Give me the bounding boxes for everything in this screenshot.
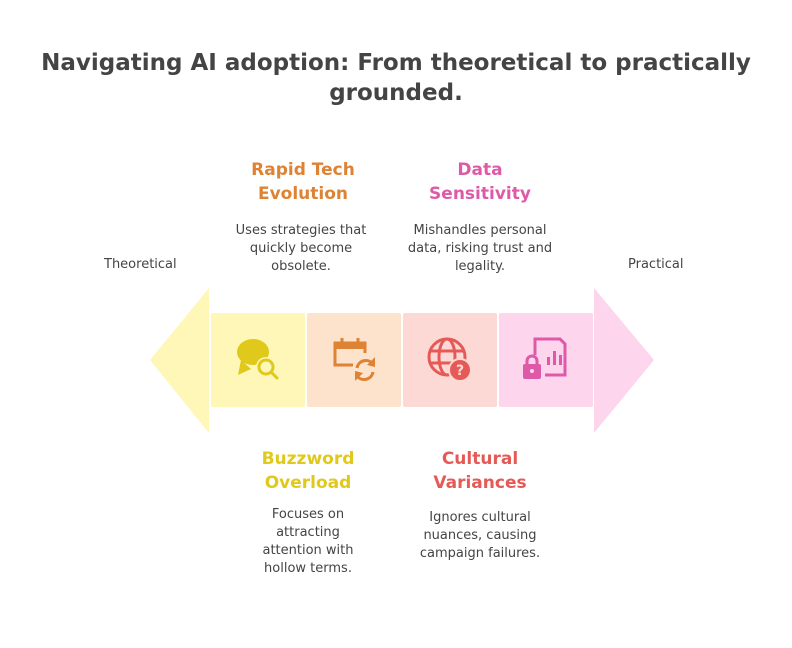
title-line: Cultural [441, 449, 519, 469]
title-line: Data [457, 160, 503, 180]
calendar-refresh-icon [333, 338, 375, 381]
cultural-variances-description: Ignores cultural nuances, causing campai… [419, 510, 541, 561]
page-title: Navigating AI adoption: From theoretical… [41, 50, 751, 106]
data-sensitivity-box [499, 313, 593, 407]
title-line: Sensitivity [429, 184, 531, 204]
title-line: Overload [264, 473, 352, 493]
axis-label-left: Theoretical [104, 257, 177, 272]
data-sensitivity-description: Mishandles personal data, risking trust … [407, 223, 553, 274]
buzzword-overload-title: Buzzword Overload [228, 447, 388, 495]
title-line: Evolution [257, 184, 349, 204]
locked-report-icon [523, 337, 567, 379]
cultural-variances-box: ? [403, 313, 497, 407]
axis-label-right: Practical [628, 257, 684, 272]
buzzword-overload-box [211, 313, 305, 407]
chat-search-icon [237, 339, 279, 380]
left-arrowhead [150, 288, 209, 433]
rapid-tech-evolution-title: Rapid Tech Evolution [223, 158, 383, 206]
rapid-tech-evolution-description: Uses strategies that quickly become obso… [235, 223, 367, 274]
globe-question-icon: ? [427, 337, 472, 382]
rapid-tech-evolution-box [307, 313, 401, 407]
title-line: Rapid Tech [251, 160, 355, 180]
title-line: Variances [433, 473, 527, 493]
right-arrowhead [594, 288, 654, 433]
buzzword-overload-description: Focuses on attracting attention with hol… [262, 507, 354, 576]
title-line: Buzzword [261, 449, 355, 469]
cultural-variances-title: Cultural Variances [400, 447, 560, 495]
svg-text:?: ? [456, 363, 464, 379]
data-sensitivity-title: Data Sensitivity [400, 158, 560, 206]
